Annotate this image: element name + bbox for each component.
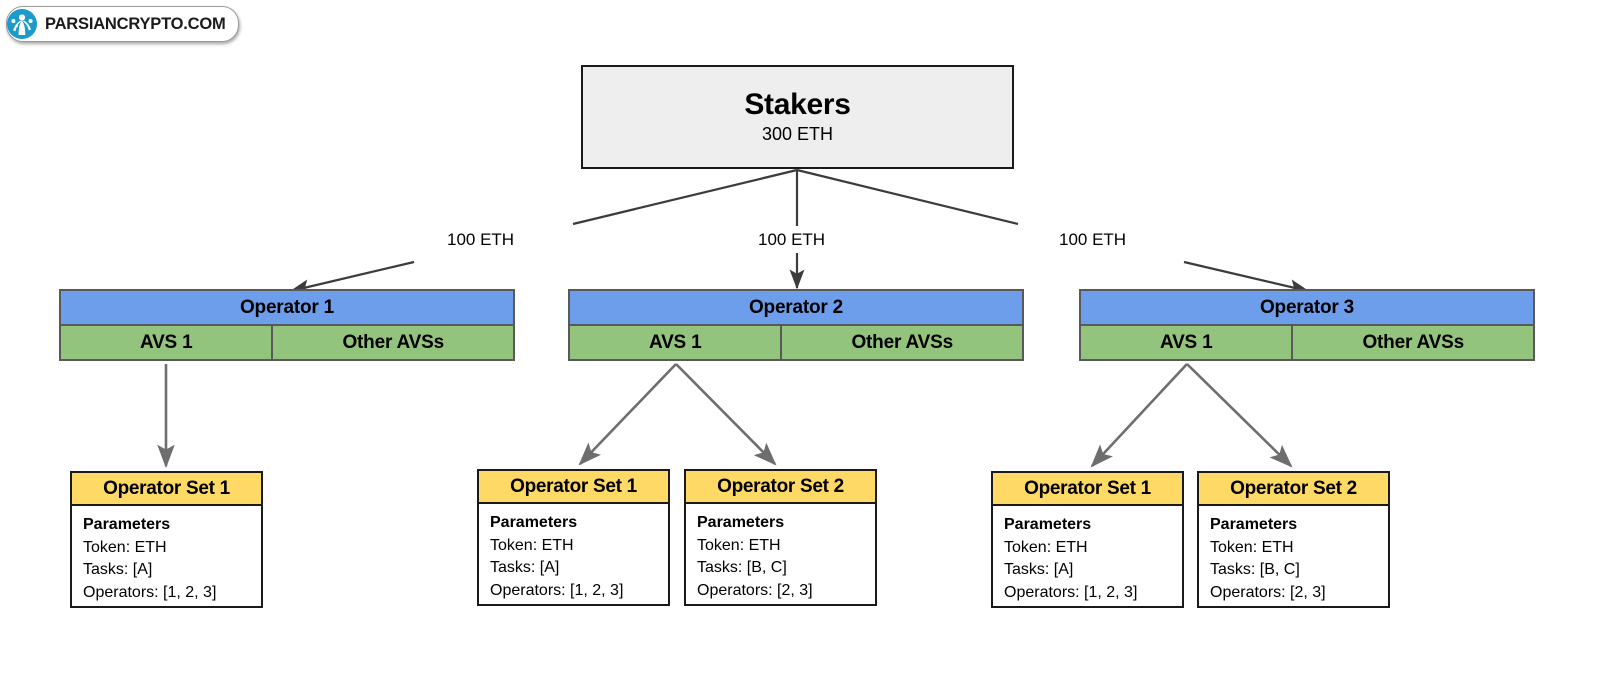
- operator-name-2: Operator 2: [748, 296, 844, 318]
- delegation-label-2: 100 ETH: [758, 230, 826, 249]
- avs-primary-2[interactable]: AVS 1: [570, 326, 783, 359]
- watermark-badge: PARSIANCRYPTO.COM: [6, 6, 239, 42]
- delegation-label-1: 100 ETH: [447, 230, 515, 249]
- param-operators: Operators: [1, 2, 3]: [1004, 584, 1138, 602]
- operator-set-header: Operator Set 2: [686, 471, 875, 504]
- operator-set-card[interactable]: Operator Set 1 Parameters Token: ETH Tas…: [477, 469, 670, 606]
- delegation-label-3: 100 ETH: [1059, 230, 1127, 249]
- operator-set-title: Operator Set 2: [1230, 477, 1357, 499]
- operator-set-title: Operator Set 2: [717, 475, 844, 497]
- avs-other-label-2: Other AVSs: [851, 331, 953, 353]
- param-token: Token: ETH: [490, 536, 574, 554]
- operator-card-1[interactable]: Operator 1 AVS 1 Other AVSs: [59, 289, 515, 361]
- operator-set-body: Parameters Token: ETH Tasks: [A] Operato…: [479, 504, 668, 610]
- operator-set-body: Parameters Token: ETH Tasks: [A] Operato…: [993, 506, 1182, 612]
- param-token: Token: ETH: [1004, 538, 1088, 556]
- parameters-heading: Parameters: [697, 514, 785, 531]
- param-tasks: Tasks: [B, C]: [697, 559, 787, 577]
- param-operators: Operators: [2, 3]: [1210, 584, 1326, 602]
- operator-card-2[interactable]: Operator 2 AVS 1 Other AVSs: [568, 289, 1024, 361]
- stakers-amount: 300 ETH: [761, 123, 834, 144]
- avs-other-3[interactable]: Other AVSs: [1293, 326, 1533, 359]
- parameters-heading: Parameters: [83, 516, 171, 533]
- avs-primary-label-2: AVS 1: [648, 331, 702, 353]
- operator-avs-row-1: AVS 1 Other AVSs: [61, 326, 513, 359]
- operator-set-title: Operator Set 1: [1024, 477, 1151, 499]
- operator-set-title: Operator Set 1: [103, 477, 230, 499]
- avs-other-2[interactable]: Other AVSs: [782, 326, 1022, 359]
- operator-set-body: Parameters Token: ETH Tasks: [A] Operato…: [72, 506, 261, 612]
- param-token: Token: ETH: [83, 538, 167, 556]
- operator-name-3: Operator 3: [1259, 296, 1355, 318]
- operator-card-3[interactable]: Operator 3 AVS 1 Other AVSs: [1079, 289, 1535, 361]
- operator-set-body: Parameters Token: ETH Tasks: [B, C] Oper…: [686, 504, 875, 610]
- avs-other-1[interactable]: Other AVSs: [273, 326, 513, 359]
- operator-set-card[interactable]: Operator Set 1 Parameters Token: ETH Tas…: [991, 471, 1184, 608]
- operator-avs-row-2: AVS 1 Other AVSs: [570, 326, 1022, 359]
- param-tasks: Tasks: [A]: [490, 559, 560, 577]
- operator-set-title: Operator Set 1: [510, 475, 637, 497]
- parameters-heading: Parameters: [1004, 516, 1092, 533]
- param-tasks: Tasks: [B, C]: [1210, 561, 1300, 579]
- operator-set-header: Operator Set 1: [479, 471, 668, 504]
- stakers-node[interactable]: Stakers 300 ETH: [581, 65, 1014, 169]
- param-operators: Operators: [2, 3]: [697, 582, 813, 600]
- param-tasks: Tasks: [A]: [83, 561, 153, 579]
- avs-primary-label-3: AVS 1: [1159, 331, 1213, 353]
- parsiancrypto-logo-icon: [7, 9, 37, 39]
- operator-set-card[interactable]: Operator Set 1 Parameters Token: ETH Tas…: [70, 471, 263, 608]
- param-tasks: Tasks: [A]: [1004, 561, 1074, 579]
- avs-other-label-1: Other AVSs: [342, 331, 444, 353]
- operator-set-body: Parameters Token: ETH Tasks: [B, C] Oper…: [1199, 506, 1388, 612]
- avs-primary-label-1: AVS 1: [139, 331, 193, 353]
- param-operators: Operators: [1, 2, 3]: [83, 584, 217, 602]
- operator-name-1: Operator 1: [239, 296, 335, 318]
- parameters-heading: Parameters: [490, 514, 578, 531]
- operator-header-1: Operator 1: [61, 291, 513, 326]
- param-operators: Operators: [1, 2, 3]: [490, 582, 624, 600]
- operator-set-header: Operator Set 1: [72, 473, 261, 506]
- avs-primary-3[interactable]: AVS 1: [1081, 326, 1294, 359]
- param-token: Token: ETH: [697, 536, 781, 554]
- watermark-text: PARSIANCRYPTO.COM: [45, 14, 226, 33]
- operator-set-header: Operator Set 1: [993, 473, 1182, 506]
- operator-set-card[interactable]: Operator Set 2 Parameters Token: ETH Tas…: [1197, 471, 1390, 608]
- operator-set-header: Operator Set 2: [1199, 473, 1388, 506]
- parameters-heading: Parameters: [1210, 516, 1298, 533]
- avs-primary-1[interactable]: AVS 1: [61, 326, 274, 359]
- stakers-title: Stakers: [744, 88, 851, 122]
- operator-avs-row-3: AVS 1 Other AVSs: [1081, 326, 1533, 359]
- operator-set-card[interactable]: Operator Set 2 Parameters Token: ETH Tas…: [684, 469, 877, 606]
- param-token: Token: ETH: [1210, 538, 1294, 556]
- operator-header-3: Operator 3: [1081, 291, 1533, 326]
- operator-header-2: Operator 2: [570, 291, 1022, 326]
- avs-other-label-3: Other AVSs: [1362, 331, 1464, 353]
